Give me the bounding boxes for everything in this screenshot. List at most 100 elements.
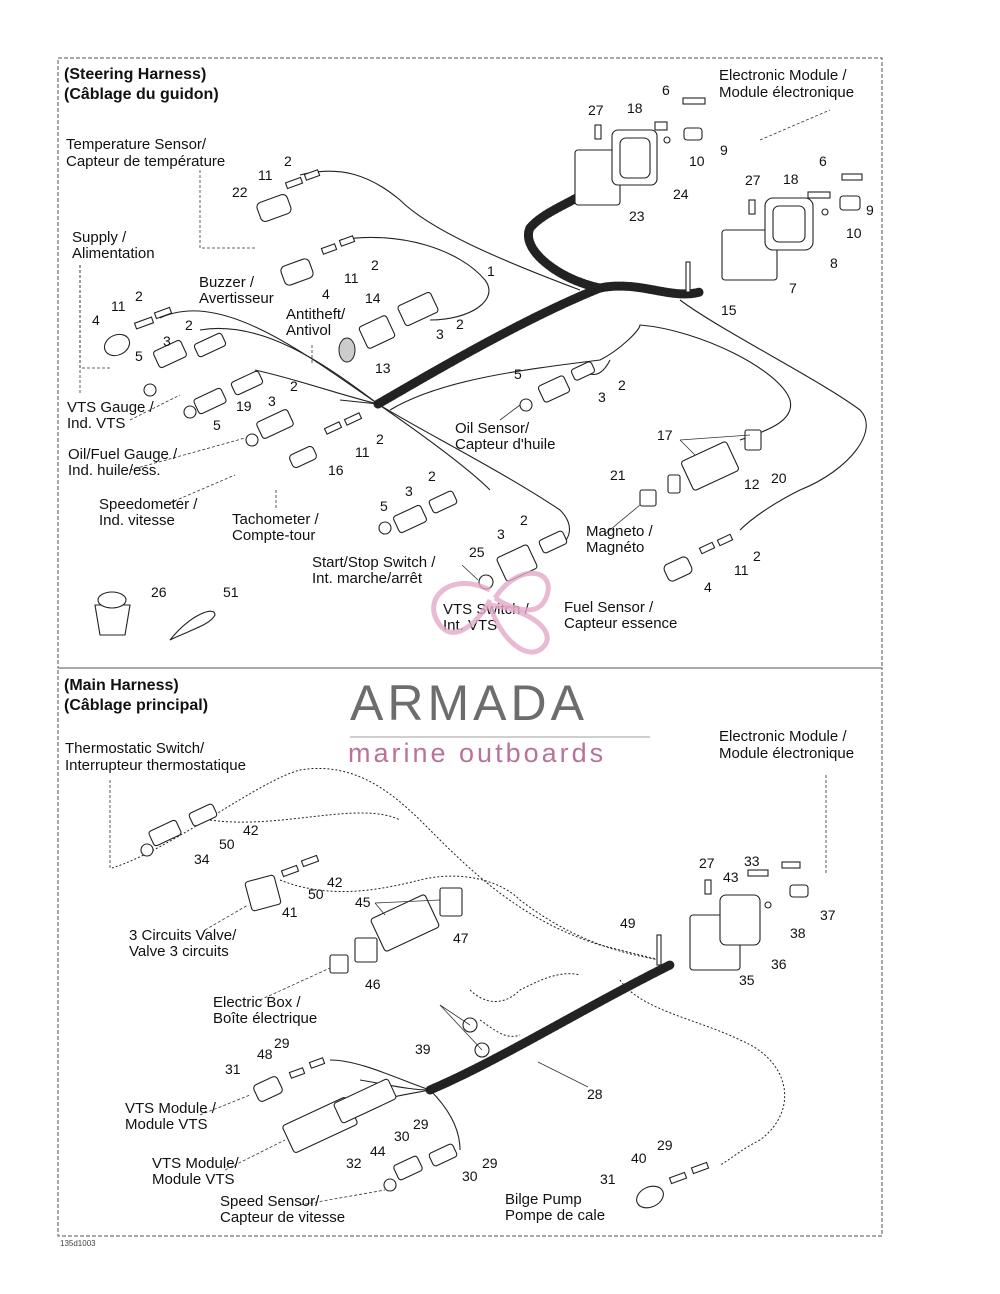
part-number-27: 27	[745, 172, 761, 188]
part-number-15: 15	[721, 302, 737, 318]
section-title-steering: (Steering Harness)	[64, 66, 206, 83]
part-number-5: 5	[514, 366, 522, 382]
part-number-labels: 1 2 2 2 2 2 2 2 2 2 2 2 3 3 3 3 3 3 4 4 …	[92, 82, 874, 1187]
label-speedometer-fr: Ind. vitesse	[99, 512, 175, 529]
label-vts-module-1-fr: Module VTS	[125, 1116, 208, 1133]
label-supply-fr: Alimentation	[72, 245, 155, 262]
label-tachometer-fr: Compte-tour	[232, 527, 315, 544]
label-buzzer-fr: Avertisseur	[199, 290, 274, 307]
part-number-38: 38	[790, 925, 806, 941]
part-number-30: 30	[462, 1168, 478, 1184]
section-subtitle-main: (Câblage principal)	[64, 697, 208, 714]
label-electric-box: Electric Box /	[213, 994, 301, 1011]
part-number-11: 11	[344, 270, 359, 286]
part-number-30: 30	[394, 1128, 410, 1144]
watermark-brand: ARMADA	[350, 675, 588, 731]
part-number-41: 41	[282, 904, 298, 920]
valve-41-shape	[244, 874, 282, 912]
label-supply: Supply /	[72, 229, 127, 246]
watermark: ARMADA marine outboards	[348, 570, 650, 768]
steering-parts	[94, 97, 863, 641]
part-number-2: 2	[135, 288, 143, 304]
part-number-6: 6	[662, 82, 670, 98]
part-number-47: 47	[453, 930, 469, 946]
part-number-11: 11	[111, 298, 126, 314]
part-number-25: 25	[469, 544, 485, 560]
part-number-29: 29	[413, 1116, 429, 1132]
part-number-45: 45	[355, 894, 371, 910]
label-bilge-pump: Bilge Pump	[505, 1191, 582, 1208]
label-antitheft-fr: Antivol	[286, 322, 331, 339]
bilge-pump-shape	[636, 1185, 664, 1209]
part-26-shape	[94, 604, 131, 636]
part-number-23: 23	[629, 208, 645, 224]
part-number-33: 33	[744, 853, 760, 869]
label-electronic-module-top: Electronic Module /	[719, 67, 847, 84]
label-speed-sensor: Speed Sensor/	[220, 1193, 320, 1210]
part-number-2: 2	[290, 378, 298, 394]
antitheft-key-shape	[338, 337, 356, 363]
label-vts-gauge-fr: Ind. VTS	[67, 415, 125, 432]
part-number-29: 29	[274, 1035, 290, 1051]
part-number-22: 22	[232, 184, 248, 200]
label-3-circuits-valve: 3 Circuits Valve/	[129, 927, 237, 944]
label-oil-sensor-fr: Capteur d'huile	[455, 436, 555, 453]
tie-49-shape	[656, 934, 662, 966]
part-number-32: 32	[346, 1155, 362, 1171]
label-magneto-fr: Magnéto	[586, 539, 644, 556]
figure-code: 135d1003	[60, 1239, 96, 1248]
part-number-29: 29	[482, 1155, 498, 1171]
label-vts-module-1: VTS Module /	[125, 1100, 217, 1117]
part-number-4: 4	[322, 286, 330, 302]
part-51-shape	[169, 610, 216, 641]
label-magneto: Magneto /	[586, 523, 654, 540]
label-buzzer: Buzzer /	[199, 274, 255, 291]
part-number-9: 9	[720, 142, 728, 158]
part-number-50: 50	[219, 836, 235, 852]
part-number-11: 11	[734, 562, 749, 578]
part-number-11: 11	[355, 444, 370, 460]
part-number-11: 11	[258, 167, 273, 183]
part-number-18: 18	[783, 171, 799, 187]
part-number-4: 4	[704, 579, 712, 595]
part-number-27: 27	[588, 102, 604, 118]
part-27-shape	[594, 124, 602, 140]
part-number-3: 3	[405, 483, 413, 499]
section-title-main: (Main Harness)	[64, 677, 179, 694]
main-harness-frame	[57, 667, 883, 1237]
part-number-17: 17	[657, 427, 673, 443]
label-start-stop-switch: Start/Stop Switch /	[312, 554, 436, 571]
label-fuel-sensor: Fuel Sensor /	[564, 599, 654, 616]
part-number-1: 1	[487, 263, 495, 279]
part-number-26: 26	[151, 584, 167, 600]
part-number-3: 3	[268, 393, 276, 409]
label-electronic-module-bottom: Electronic Module /	[719, 728, 847, 745]
part-number-2: 2	[428, 468, 436, 484]
part-number-44: 44	[370, 1143, 386, 1159]
part-number-5: 5	[380, 498, 388, 514]
label-electronic-module-top-fr: Module électronique	[719, 84, 854, 101]
tie-15-shape	[685, 261, 691, 293]
part-number-31: 31	[600, 1171, 616, 1187]
part-number-2: 2	[371, 257, 379, 273]
part-number-2: 2	[185, 317, 193, 333]
part-number-2: 2	[456, 316, 464, 332]
part-number-9: 9	[866, 202, 874, 218]
label-electric-box-fr: Boîte électrique	[213, 1010, 317, 1027]
part-46-shape	[329, 954, 349, 974]
part-number-2: 2	[284, 153, 292, 169]
part-number-3: 3	[497, 526, 505, 542]
part-number-12: 12	[744, 476, 760, 492]
label-antitheft: Antitheft/	[286, 306, 346, 323]
part-number-4: 4	[92, 312, 100, 328]
part-number-42: 42	[243, 822, 259, 838]
part-number-29: 29	[657, 1137, 673, 1153]
label-temperature-sensor: Temperature Sensor/	[66, 136, 207, 153]
connector-36-shape	[719, 894, 761, 946]
label-vts-gauge: VTS Gauge /	[67, 399, 155, 416]
steering-wires	[159, 170, 867, 546]
part-number-31: 31	[225, 1061, 241, 1077]
part-number-14: 14	[365, 290, 381, 306]
part-number-43: 43	[723, 869, 739, 885]
